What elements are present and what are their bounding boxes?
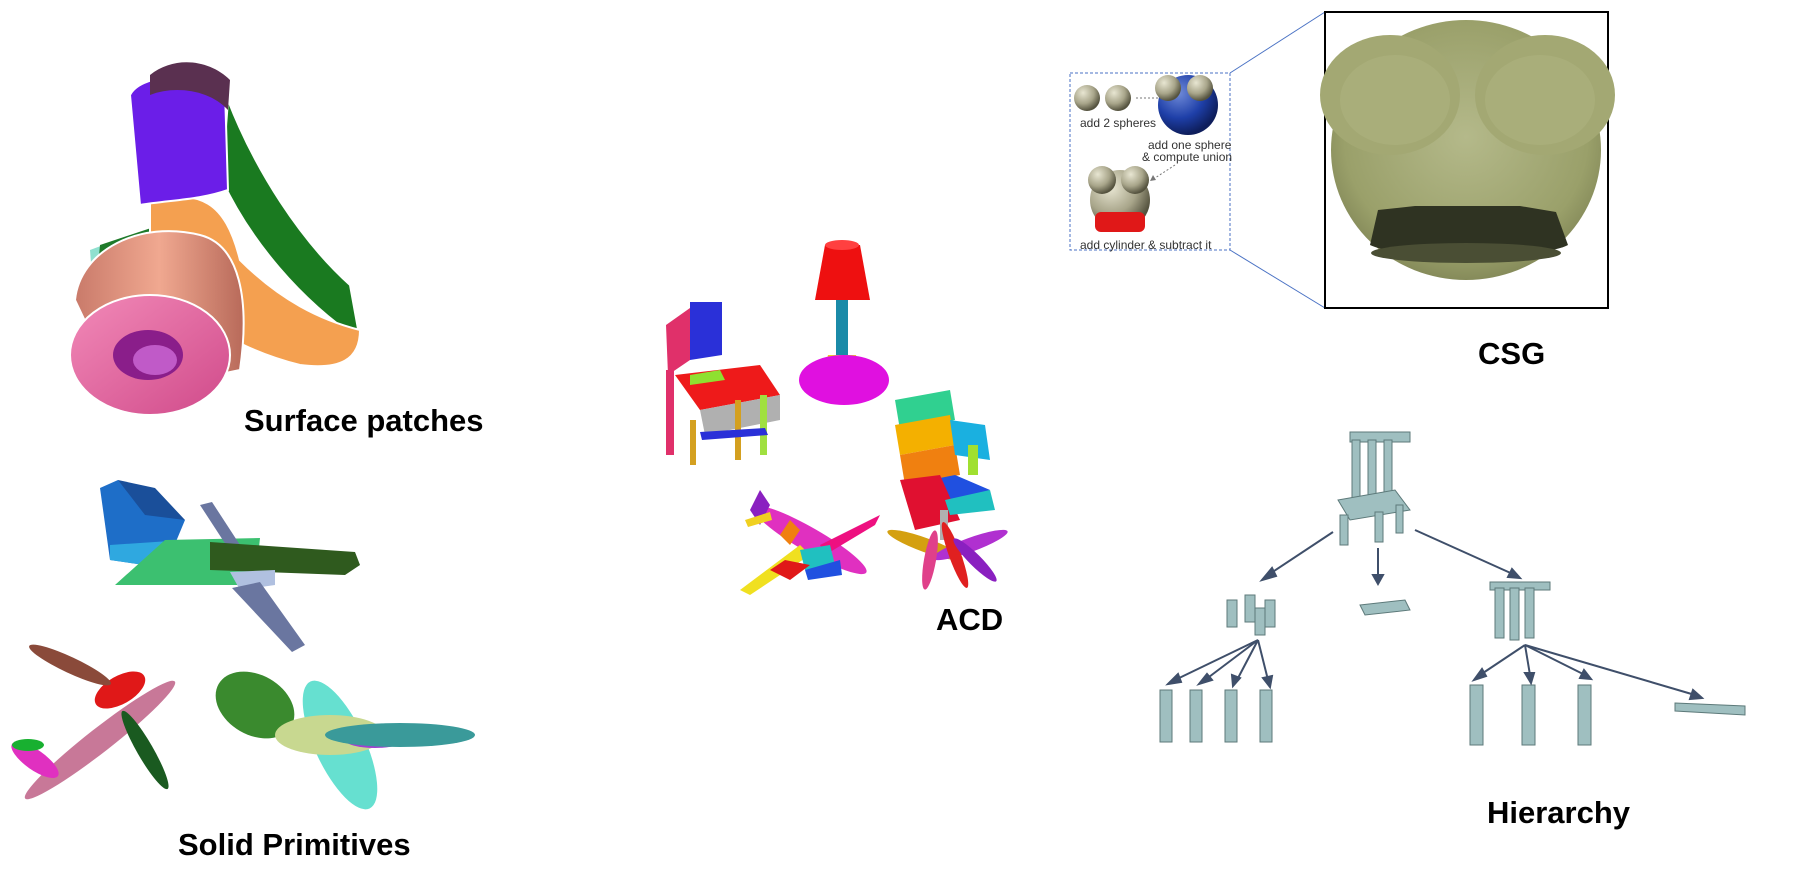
patch-dark (150, 62, 230, 110)
label-acd: ACD (936, 602, 1004, 637)
acd-lamp (799, 240, 889, 405)
hierarchy-tree (1159, 431, 1746, 746)
csg-step-2-caption-line2: & compute union (1142, 150, 1233, 164)
solid-primitives-airplane-2 (11, 644, 176, 800)
csg-step-1-caption: add 2 spheres (1080, 116, 1157, 130)
solid-primitives-airplane-3 (215, 671, 475, 810)
csg-step-2-caption-line1: add one sphere (1148, 138, 1232, 152)
surface-patches-model (69, 62, 362, 416)
patch-green (220, 99, 362, 343)
label-csg: CSG (1478, 336, 1546, 371)
csg-illustration (1069, 11, 1615, 309)
label-surface-patches: Surface patches (244, 403, 484, 438)
csg-steps-box (1069, 72, 1231, 251)
acd-airplane (740, 490, 880, 595)
label-hierarchy: Hierarchy (1487, 795, 1631, 830)
acd-chair (666, 302, 780, 465)
hierarchy-arrows (1165, 529, 1705, 701)
acd-office-chair (887, 390, 1008, 590)
csg-step-3-caption: add cylinder & subtract it (1080, 238, 1212, 252)
label-solid-primitives: Solid Primitives (178, 827, 411, 862)
solid-primitives-airplane-1 (100, 480, 360, 652)
